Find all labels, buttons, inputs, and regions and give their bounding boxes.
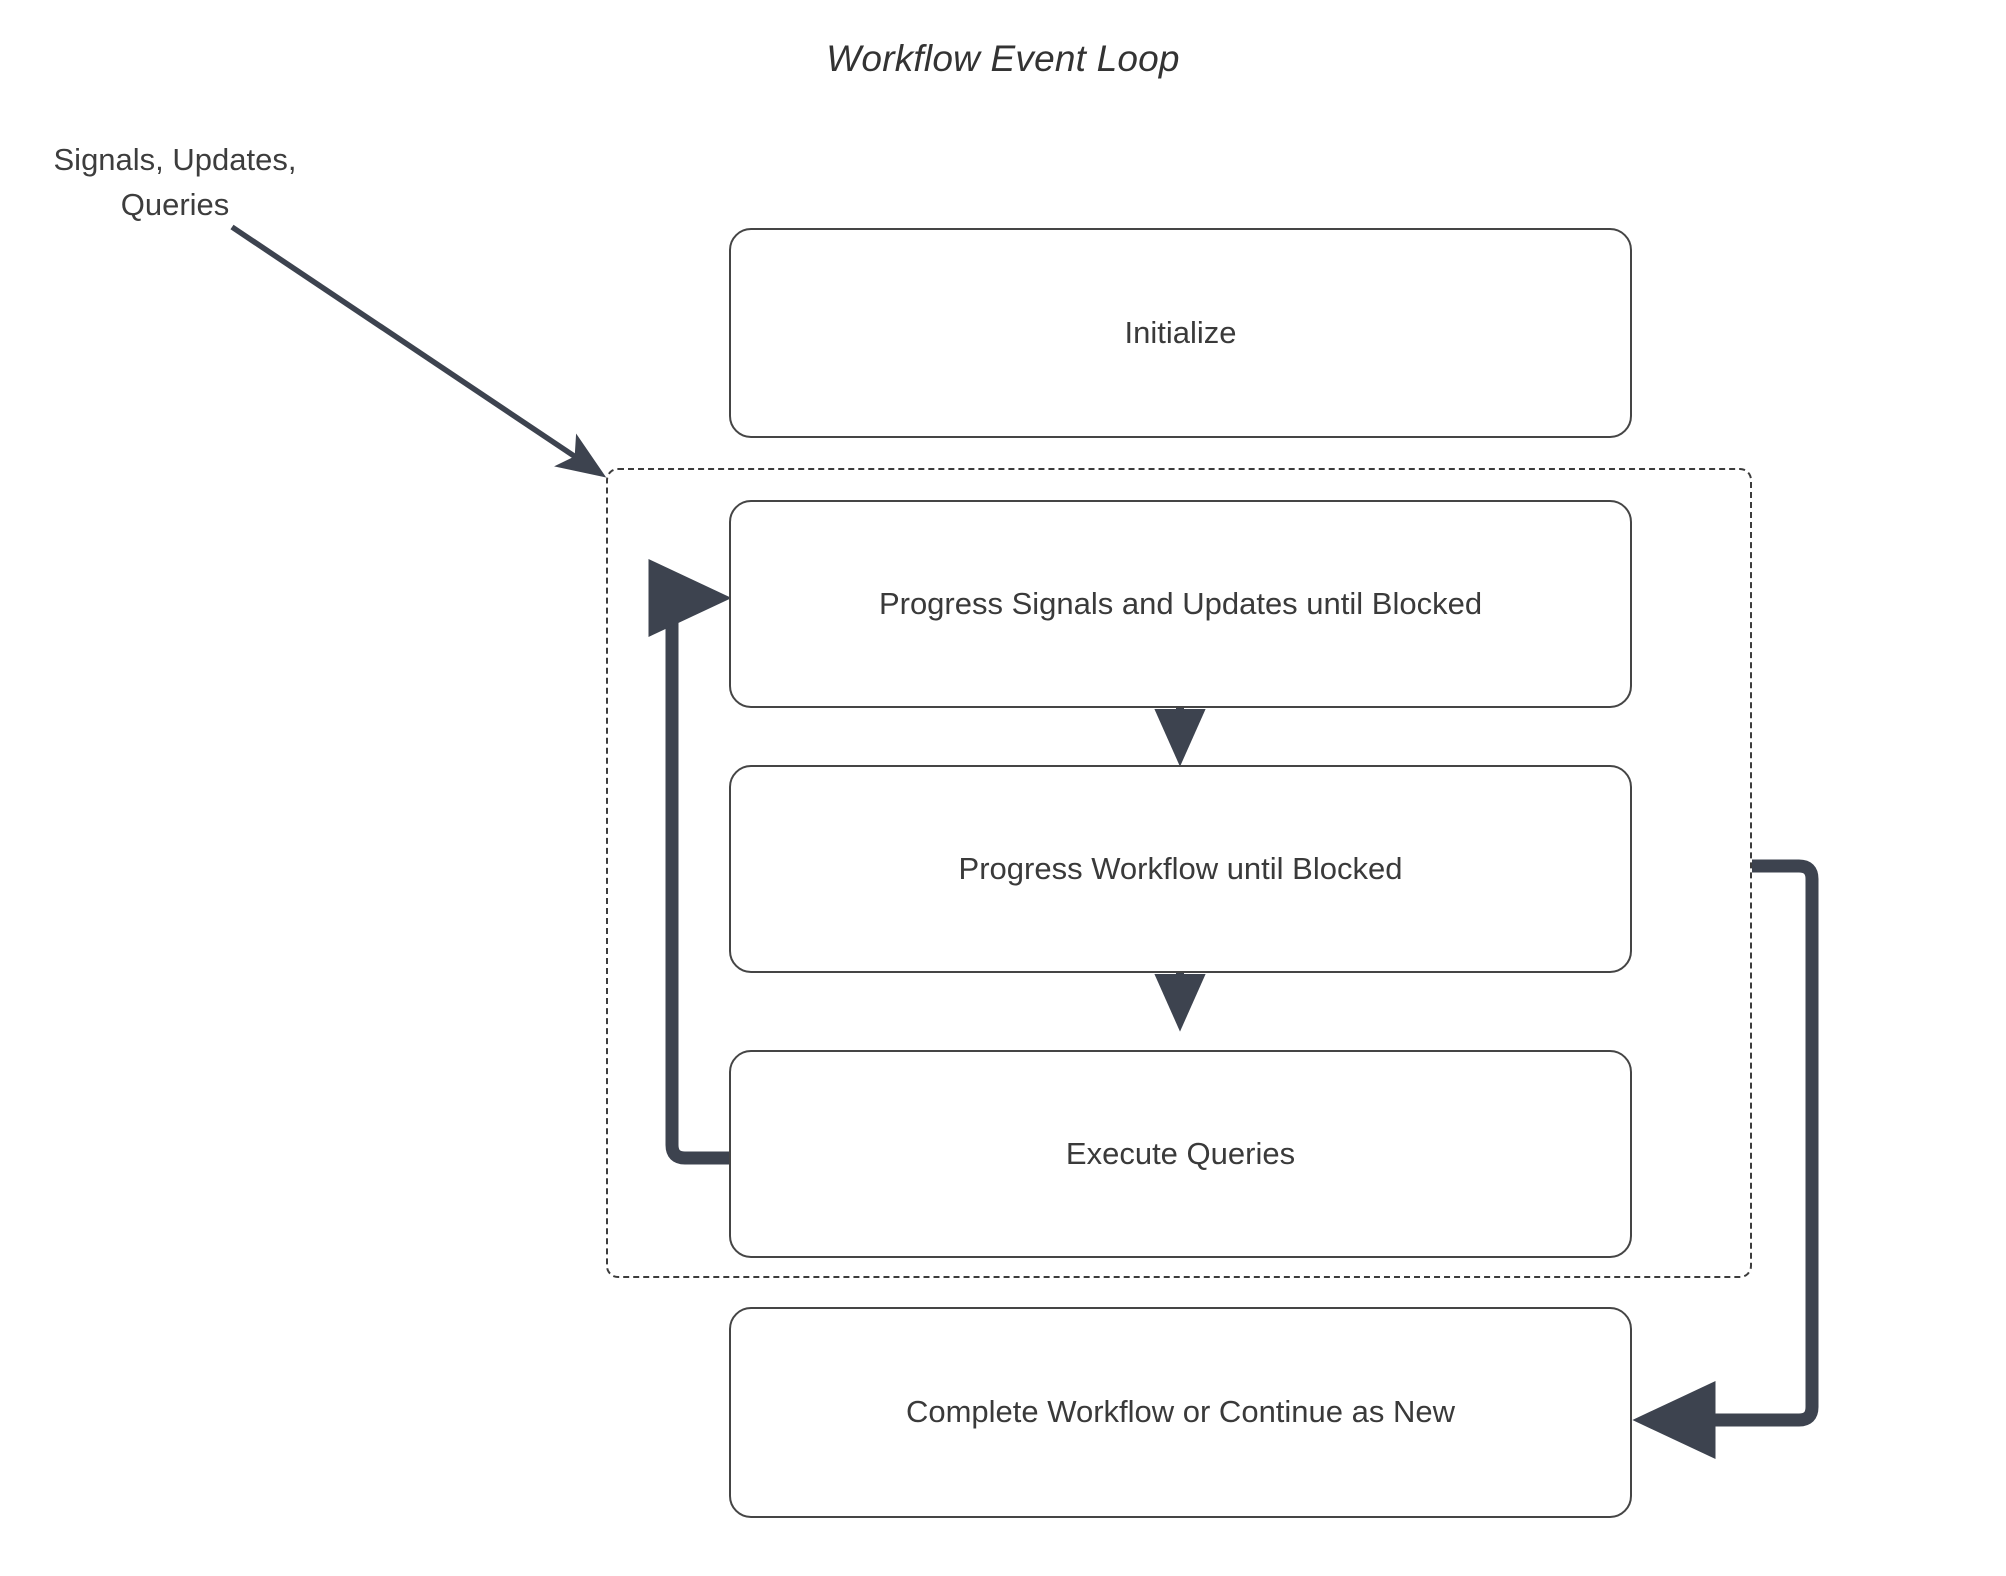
external-signals-label: Signals, Updates, Queries xyxy=(20,137,330,227)
node-complete-workflow-label: Complete Workflow or Continue as New xyxy=(905,1394,1456,1430)
external-signals-label-line2: Queries xyxy=(120,187,230,222)
node-progress-signals[interactable]: Progress Signals and Updates until Block… xyxy=(729,500,1632,708)
node-progress-signals-label: Progress Signals and Updates until Block… xyxy=(878,585,1483,621)
node-progress-workflow-label: Progress Workflow until Blocked xyxy=(958,850,1403,886)
node-execute-queries-label: Execute Queries xyxy=(1065,1135,1296,1171)
node-initialize[interactable]: Initialize xyxy=(729,228,1632,438)
node-initialize-label: Initialize xyxy=(1124,314,1237,350)
external-signals-label-line1: Signals, Updates, xyxy=(53,142,297,177)
node-progress-workflow[interactable]: Progress Workflow until Blocked xyxy=(729,765,1632,973)
node-complete-workflow[interactable]: Complete Workflow or Continue as New xyxy=(729,1307,1632,1518)
loop-group-container xyxy=(606,468,1752,1278)
node-execute-queries[interactable]: Execute Queries xyxy=(729,1050,1632,1258)
edge-signals-to-loop xyxy=(230,224,607,478)
page-title: Workflow Event Loop xyxy=(826,38,1180,79)
